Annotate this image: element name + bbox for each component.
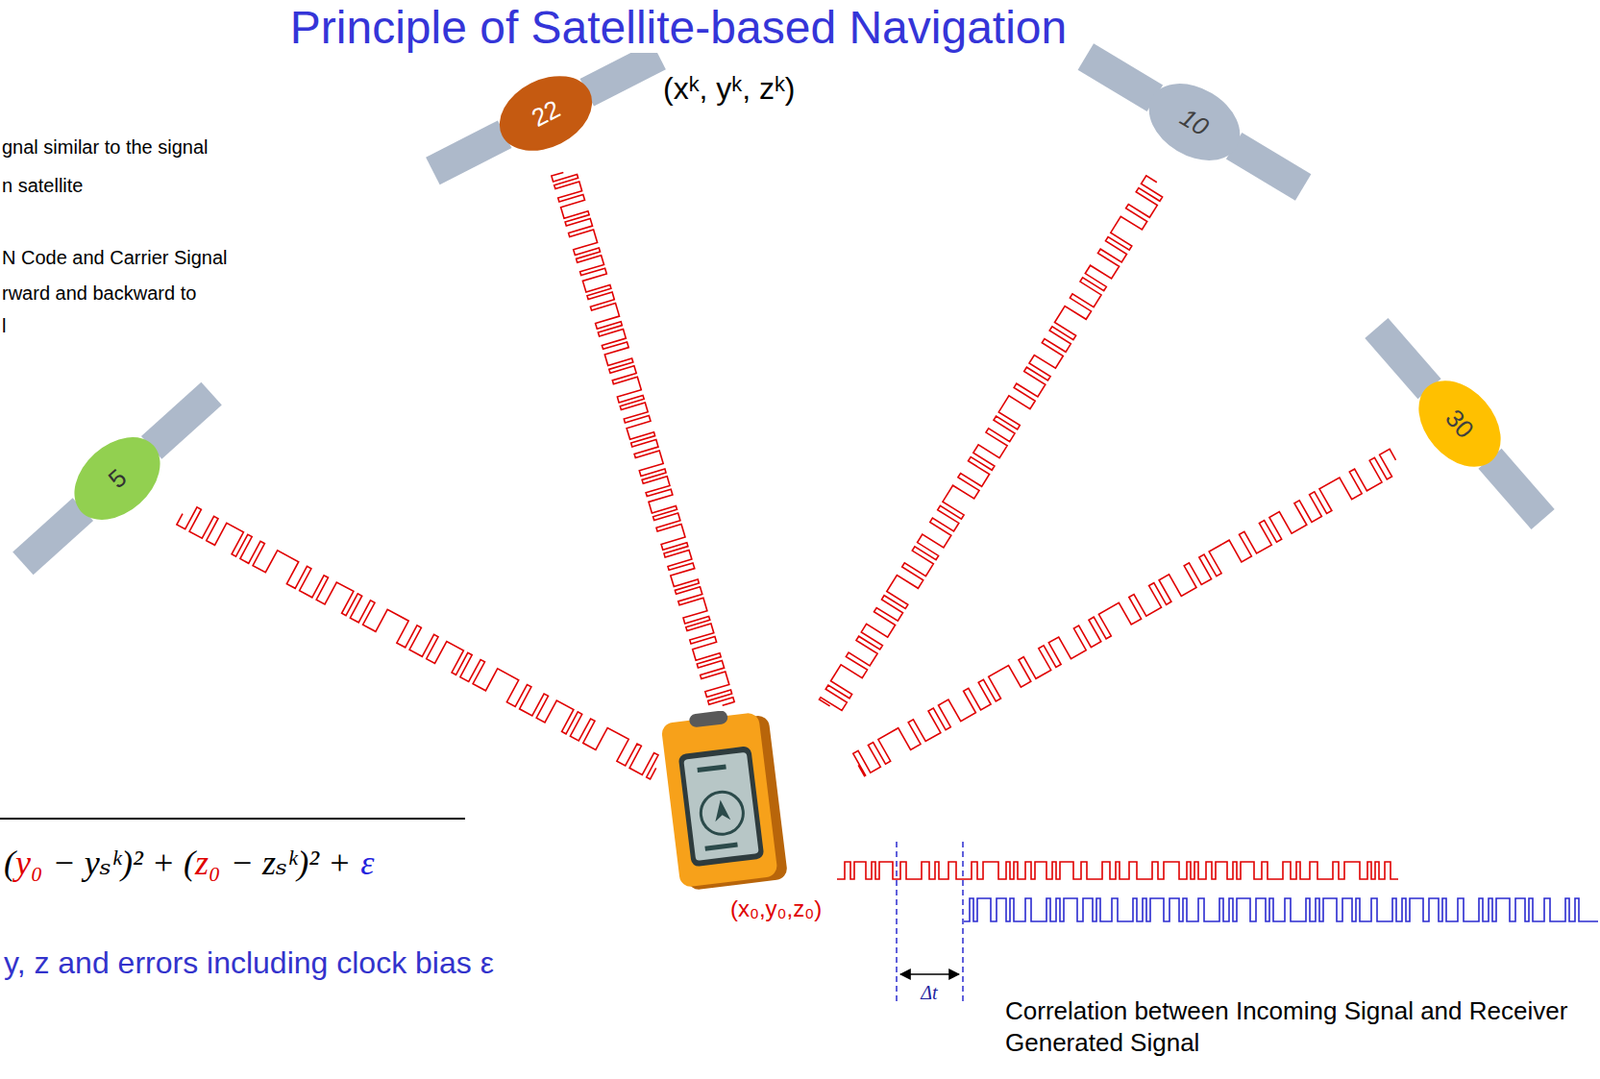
title: Principle of Satellite-based Navigation <box>282 1 1075 53</box>
satellite-label: 5 <box>56 418 177 538</box>
formula-term: ( <box>3 841 16 885</box>
solar-panel <box>1078 43 1312 200</box>
coordinate-holder: (x₀,y₀,z₀) <box>730 895 822 923</box>
receiver-body <box>661 711 788 892</box>
label-holder: gnal similar to the signal <box>1 136 209 159</box>
satellite-body: 5 <box>56 418 177 538</box>
formula-term: z₀ <box>195 841 222 885</box>
receiver-coordinates: (x₀,y₀,z₀) <box>730 895 822 922</box>
satellite-ellipse <box>487 61 606 167</box>
signal-wave <box>551 172 735 706</box>
label-holder: n satellite <box>1 174 84 197</box>
label-holder: rward and backward to <box>1 282 197 305</box>
formula-term: − yₛᵏ)² + ( <box>52 841 197 885</box>
screen-bar <box>704 842 738 852</box>
text-label: (xᵏ, yᵏ, zᵏ) <box>663 71 795 106</box>
receiver-front <box>661 712 779 888</box>
text-label: n satellite <box>1 174 84 197</box>
text-label: y, z and errors including clock bias ε <box>3 945 494 981</box>
dashed-marker <box>961 841 964 1006</box>
delay-label: Δt <box>920 982 937 1004</box>
label-holder: (xᵏ, yᵏ, zᵏ) <box>663 71 795 107</box>
satellite-body: 22 <box>485 59 606 167</box>
satellite-body: 30 <box>1401 363 1520 485</box>
formula: (y₀− yₛᵏ)² + (z₀− zₛᵏ)² +ε <box>3 841 374 885</box>
solar-panel <box>12 382 222 575</box>
screen-bar <box>696 763 726 773</box>
satellite-ellipse <box>58 420 177 537</box>
solar-panel <box>425 42 666 185</box>
satellite-number: 30 <box>1439 403 1480 444</box>
satellite-ellipse <box>1402 365 1518 484</box>
label-holder: Δt <box>920 982 937 1005</box>
root-overline <box>0 817 466 820</box>
delay-arrow <box>900 973 960 976</box>
signal-wave <box>176 507 659 780</box>
incoming-signal <box>836 861 1399 880</box>
label-holder: N Code and Carrier Signal <box>1 246 228 270</box>
text-label: N Code and Carrier Signal <box>1 246 228 269</box>
satellite-label: 22 <box>485 59 606 167</box>
signal-wave <box>819 175 1163 712</box>
screen <box>683 752 759 862</box>
compass-ring <box>698 789 746 837</box>
satellite-number: 5 <box>101 463 132 495</box>
satellite-number: 10 <box>1175 101 1215 142</box>
receiver-antenna <box>689 711 729 729</box>
text-label: rward and backward to <box>1 282 197 304</box>
dashed-marker <box>895 841 898 1006</box>
satellite-label: 10 <box>1133 66 1256 177</box>
label-holder: y, z and errors including clock bias ε <box>3 945 494 982</box>
screen-frame <box>678 745 765 867</box>
formula-term: ε <box>360 841 374 885</box>
label-holder: Correlation between Incoming Signal and … <box>1005 995 1582 1059</box>
text-label: l <box>1 315 6 337</box>
satellite-label: 30 <box>1401 363 1520 485</box>
text-label: gnal similar to the signal <box>1 136 209 158</box>
satellite-body: 10 <box>1133 66 1256 177</box>
label-holder: l <box>1 315 6 338</box>
solar-panel <box>1364 318 1554 530</box>
satellite-ellipse <box>1134 68 1254 177</box>
caption-note: Correlation between Incoming Signal and … <box>1005 996 1568 1058</box>
signal-wave <box>853 448 1397 776</box>
title-bar: Principle of Satellite-based Navigation <box>0 0 1357 56</box>
compass-needle <box>713 798 732 822</box>
formula-term: − zₛᵏ)² + <box>230 841 352 885</box>
receiver-device <box>661 711 796 894</box>
receiver: (x₀,y₀,z₀) <box>661 711 854 935</box>
formula-term: y₀ <box>15 841 44 885</box>
receiver-signal <box>963 898 1599 922</box>
satellite-number: 22 <box>526 94 566 134</box>
